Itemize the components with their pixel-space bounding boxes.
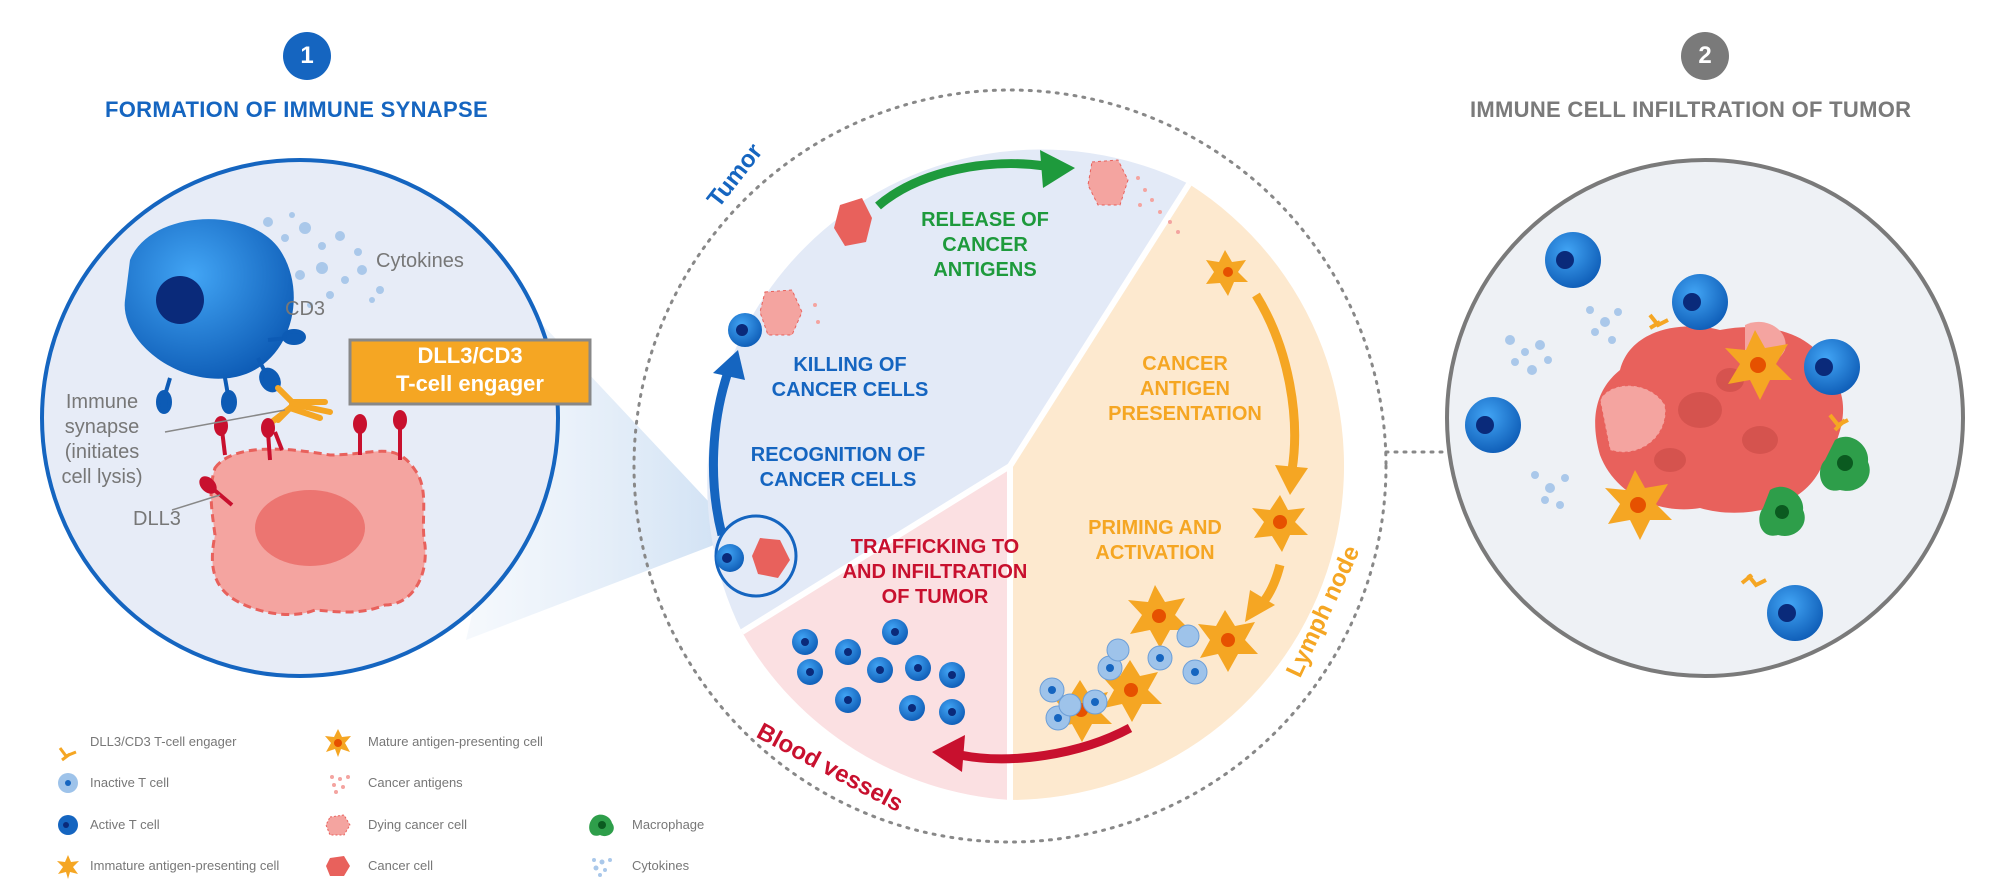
legend-item: DLL3/CD3 T-cell engager [90,734,236,749]
step-priming: PRIMING AND ACTIVATION [1070,516,1240,566]
panel2-title: IMMUNE CELL INFILTRATION OF TUMOR [1470,97,1912,122]
step-presentation-line2: ANTIGEN [1140,378,1230,400]
legend-item: Inactive T cell [90,775,169,790]
panel1-badge: 1 [283,32,331,80]
synapse-label-line1: Immune [65,391,139,413]
macrophage-icon [589,814,614,837]
step-trafficking-line3: OF TUMOR [881,586,989,608]
legend-label: Macrophage [632,817,705,832]
step-killing-line2: CANCER CELLS [771,379,929,401]
cd3-label: CD3 [285,298,326,320]
legend-item: Macrophage [632,817,704,832]
legend-item: Cancer cell [368,858,433,873]
active-t-cell-icon [58,815,78,835]
engager-box-text: DLL3/CD3 T-cell engager [350,342,590,398]
legend-item: Immature antigen-presenting cell [90,858,279,873]
legend-label: Cancer cell [368,858,434,873]
panel1-circle [40,158,592,678]
legend-label: Mature antigen-presenting cell [368,734,543,749]
legend-label: Active T cell [90,817,160,832]
dying-cancer-cell-icon [325,814,351,836]
step-priming-line1: PRIMING AND [1088,517,1222,539]
step-trafficking-line2: AND INFILTRATION [842,561,1028,583]
legend-icons [57,729,614,879]
step-release-line2: CANCER [942,234,1028,256]
step-presentation-line3: PRESENTATION [1108,403,1262,425]
t-cell-engager-icon [58,747,77,762]
step-recognition-line2: CANCER CELLS [759,469,917,491]
cytokines-icon [592,858,612,877]
legend-item: Mature antigen-presenting cell [368,734,543,749]
step-priming-line2: ACTIVATION [1095,542,1215,564]
cancer-antigens-icon [330,775,350,794]
cytokines-label: Cytokines [376,250,464,272]
panel2-circle [1445,158,1965,678]
cycle-diagram [632,88,1388,844]
panel2-badge: 2 [1681,32,1729,80]
step-killing-line1: KILLING OF [793,354,907,376]
legend-item: Active T cell [90,817,160,832]
legend-item: Dying cancer cell [368,817,467,832]
legend-label: DLL3/CD3 T-cell engager [90,734,237,749]
synapse-label: Immune synapse (initiates cell lysis) [52,390,152,490]
step-release: RELEASE OF CANCER ANTIGENS [900,208,1070,283]
mature-apc-icon [325,729,351,757]
legend-item: Cancer antigens [368,775,463,790]
immature-apc-icon [57,855,79,879]
step-presentation-line1: CANCER [1142,353,1228,375]
blood-t-cells [792,619,965,725]
step-release-line3: ANTIGENS [933,259,1037,281]
step-trafficking: TRAFFICKING TO AND INFILTRATION OF TUMOR [835,535,1035,610]
legend-label: Immature antigen-presenting cell [90,858,280,873]
engager-box-line2: T-cell engager [396,371,544,396]
cancer-cell-icon [326,856,350,876]
tumor-region [707,149,1189,633]
synapse-label-line2: synapse [64,416,140,438]
step-killing: KILLING OF CANCER CELLS [760,353,940,403]
engager-molecule [265,385,333,428]
synapse-label-line4: cell lysis) [61,466,143,488]
legend-label: Cancer antigens [368,775,463,790]
legend-label: Dying cancer cell [368,817,467,832]
engager-box [348,338,592,406]
step-recognition: RECOGNITION OF CANCER CELLS [738,443,938,493]
legend-item: Cytokines [632,858,689,873]
engager-box-line1: DLL3/CD3 [417,343,523,368]
legend-label: Inactive T cell [90,775,170,790]
panel1-title: FORMATION OF IMMUNE SYNAPSE [105,97,488,122]
step-release-line1: RELEASE OF [921,209,1049,231]
step-presentation: CANCER ANTIGEN PRESENTATION [1100,352,1270,427]
t-cell-body [124,219,294,379]
dll3-label: DLL3 [133,508,181,530]
synapse-label-line3: (initiates [64,441,140,463]
step-recognition-line1: RECOGNITION OF [750,444,926,466]
inactive-t-cell-icon [58,773,78,793]
legend-label: Cytokines [632,858,690,873]
step-trafficking-line1: TRAFFICKING TO [850,536,1020,558]
